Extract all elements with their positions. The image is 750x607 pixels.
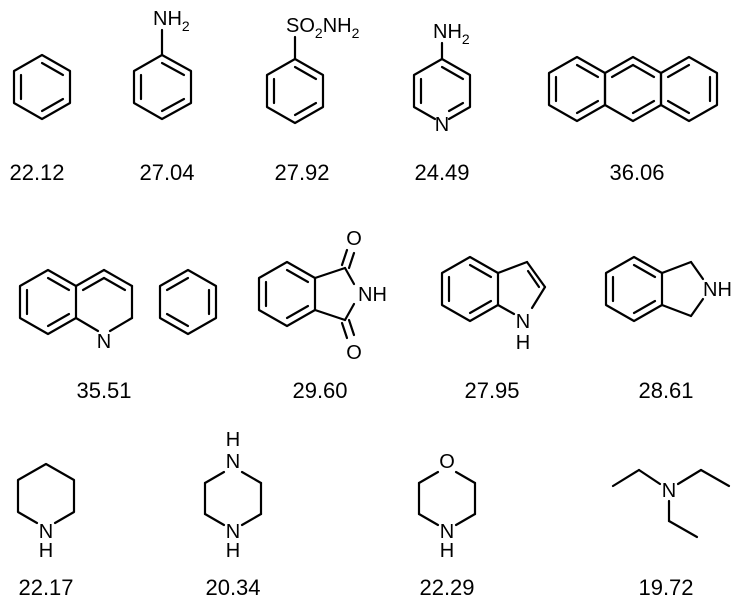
acridine-n-label: N xyxy=(97,331,111,353)
value-morpholine: 22.29 xyxy=(419,575,474,600)
value-benzenesulfonamide: 27.92 xyxy=(274,160,329,185)
benzene-structure xyxy=(12,53,72,121)
value-benzene: 22.12 xyxy=(9,160,64,185)
acridine-structure: N xyxy=(18,268,218,353)
value-aniline: 27.04 xyxy=(139,160,194,185)
phthalimide-o-top: O xyxy=(346,228,362,250)
isoindoline-structure: NH xyxy=(604,255,732,323)
pyridine-n-label: N xyxy=(435,114,449,136)
aminopyridine-nh-subscript: 2 xyxy=(462,31,470,47)
morpholine-o-label: O xyxy=(439,451,455,473)
piperazine-h-bottom: H xyxy=(226,540,240,562)
phthalimide-structure: O O NH xyxy=(257,228,387,364)
svg-text:SO2NH2: SO2NH2 xyxy=(286,15,360,41)
svg-text:NH2: NH2 xyxy=(153,8,190,34)
benzenesulfonamide-structure: SO2NH2 xyxy=(265,15,360,125)
sulfonamide-nh-subscript: 2 xyxy=(352,25,360,41)
isoindoline-nh-label: NH xyxy=(703,279,732,301)
indole-h-label: H xyxy=(516,332,530,354)
piperazine-h-top: H xyxy=(226,429,240,451)
value-isoindoline: 28.61 xyxy=(638,378,693,403)
aniline-structure: NH2 xyxy=(132,8,193,121)
triethylamine-structure: N xyxy=(611,468,731,539)
value-phthalimide: 29.60 xyxy=(292,378,347,403)
sulfonyl-subscript: 2 xyxy=(315,25,323,41)
morpholine-structure: O N H xyxy=(417,451,477,562)
anthracene-structure xyxy=(547,55,719,123)
value-indole: 27.95 xyxy=(464,378,519,403)
indole-structure: N H xyxy=(440,255,547,354)
indole-n-label: N xyxy=(516,311,530,333)
piperidine-n-label: N xyxy=(39,521,53,543)
phthalimide-nh-label: NH xyxy=(358,284,387,306)
aminopyridine-structure: N NH2 xyxy=(412,21,472,136)
value-piperidine: 22.17 xyxy=(18,575,73,600)
piperidine-h-label: H xyxy=(39,540,53,562)
value-aminopyridine: 24.49 xyxy=(414,160,469,185)
value-anthracene: 36.06 xyxy=(609,160,664,185)
value-triethylamine: 19.72 xyxy=(638,575,693,600)
piperazine-structure: H N N H xyxy=(203,429,263,562)
aniline-nh-label: NH xyxy=(153,8,182,30)
piperidine-structure: N H xyxy=(16,462,76,562)
phthalimide-o-bottom: O xyxy=(346,342,362,364)
piperazine-n-bottom: N xyxy=(226,521,240,543)
morpholine-n-label: N xyxy=(440,521,454,543)
aminopyridine-nh-label: NH xyxy=(433,21,462,43)
svg-text:NH2: NH2 xyxy=(433,21,470,47)
sulfonamide-nh-label: NH xyxy=(323,15,352,37)
aniline-nh-subscript: 2 xyxy=(182,18,190,34)
morpholine-h-label: H xyxy=(440,540,454,562)
value-piperazine: 20.34 xyxy=(205,575,260,600)
triethylamine-n-label: N xyxy=(662,480,676,502)
value-acridine: 35.51 xyxy=(76,378,131,403)
piperazine-n-top: N xyxy=(226,451,240,473)
sulfonyl-label: SO xyxy=(286,15,315,37)
